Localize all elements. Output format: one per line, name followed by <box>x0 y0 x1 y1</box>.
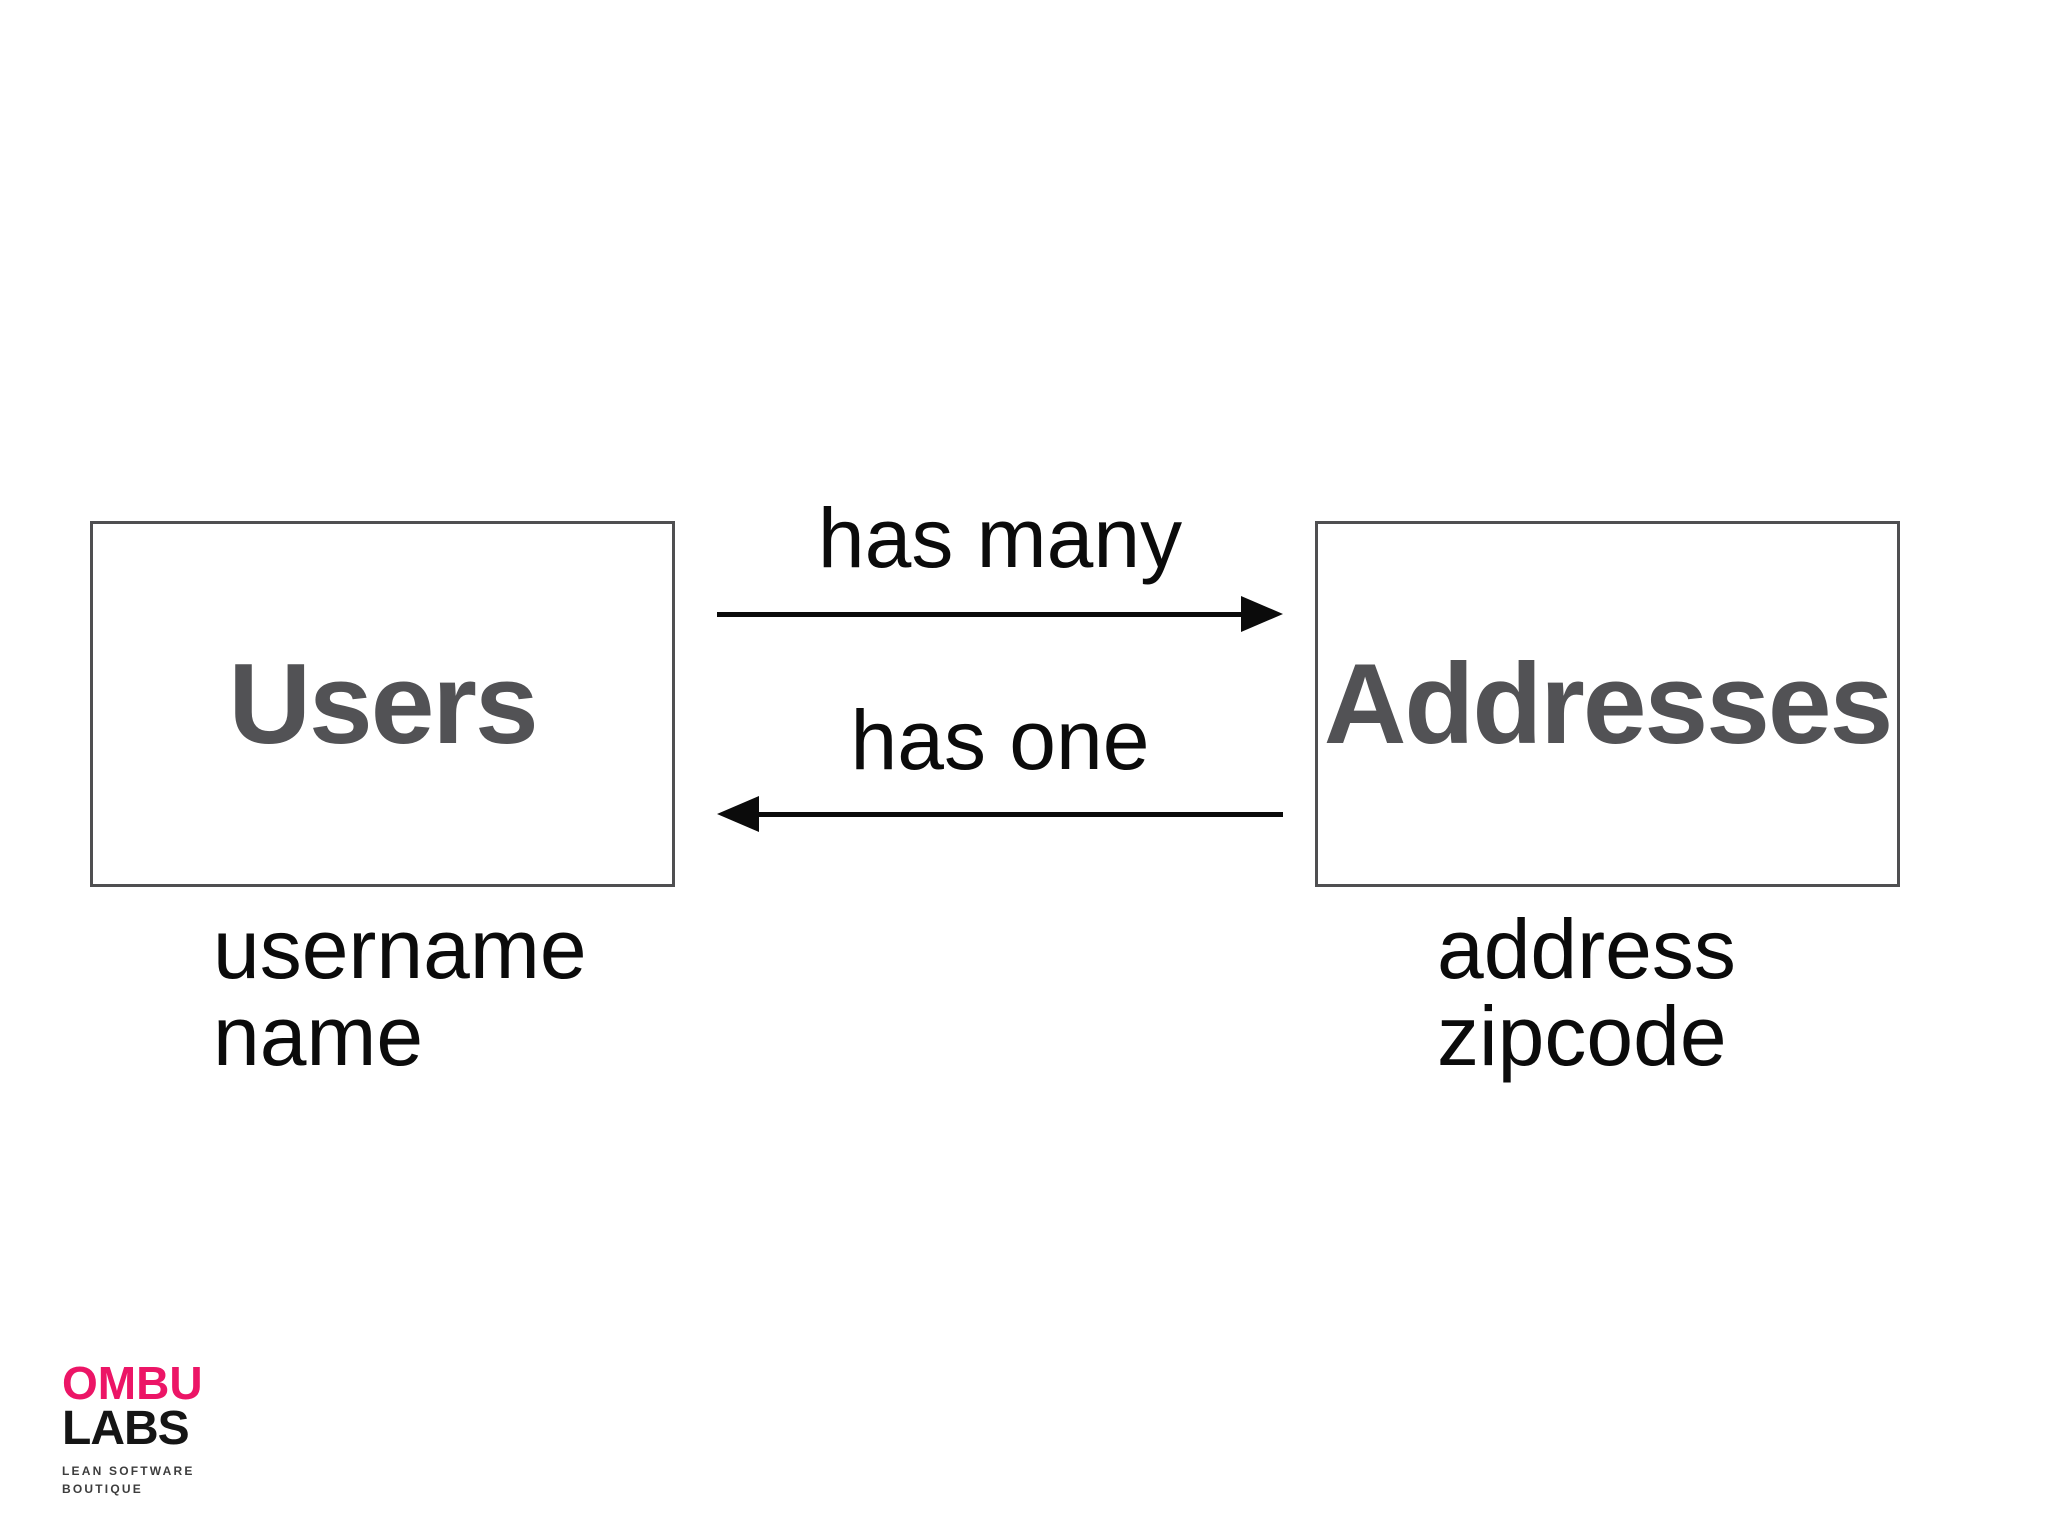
arrow-line <box>717 612 1245 617</box>
attribute-label-zipcode: zipcode <box>1437 988 1727 1083</box>
arrowhead-right-icon <box>1241 596 1283 632</box>
ombu-labs-logo: OMBU LABS LEAN SOFTWARE BOUTIQUE <box>62 1360 203 1499</box>
arrow-line <box>755 812 1283 817</box>
relationship-label-has-many: has many <box>817 491 1183 585</box>
logo-tagline: LEAN SOFTWARE BOUTIQUE <box>62 1462 203 1499</box>
has-one-arrow <box>717 796 1283 832</box>
arrowhead-left-icon <box>717 796 759 832</box>
entity-box-addresses: Addresses <box>1315 521 1900 887</box>
entity-attributes-users: username name <box>213 906 587 1079</box>
logo-tagline-line2: BOUTIQUE <box>62 1482 143 1497</box>
has-many-arrow <box>717 596 1283 632</box>
logo-labs-text: LABS <box>62 1402 190 1455</box>
entity-attributes-addresses: address zipcode <box>1437 906 1736 1079</box>
entity-box-users: Users <box>90 521 675 887</box>
attribute-label-username: username <box>213 902 587 996</box>
entity-name-addresses: Addresses <box>1323 639 1894 768</box>
attribute-label-name: name <box>213 988 424 1083</box>
attribute-label-address: address <box>1437 902 1736 996</box>
logo-tagline-line1: LEAN SOFTWARE <box>62 1463 195 1478</box>
logo-ombu-text: OMBU <box>62 1357 203 1409</box>
entity-name-users: Users <box>228 639 538 768</box>
relationship-label-has-one: has one <box>850 693 1150 787</box>
